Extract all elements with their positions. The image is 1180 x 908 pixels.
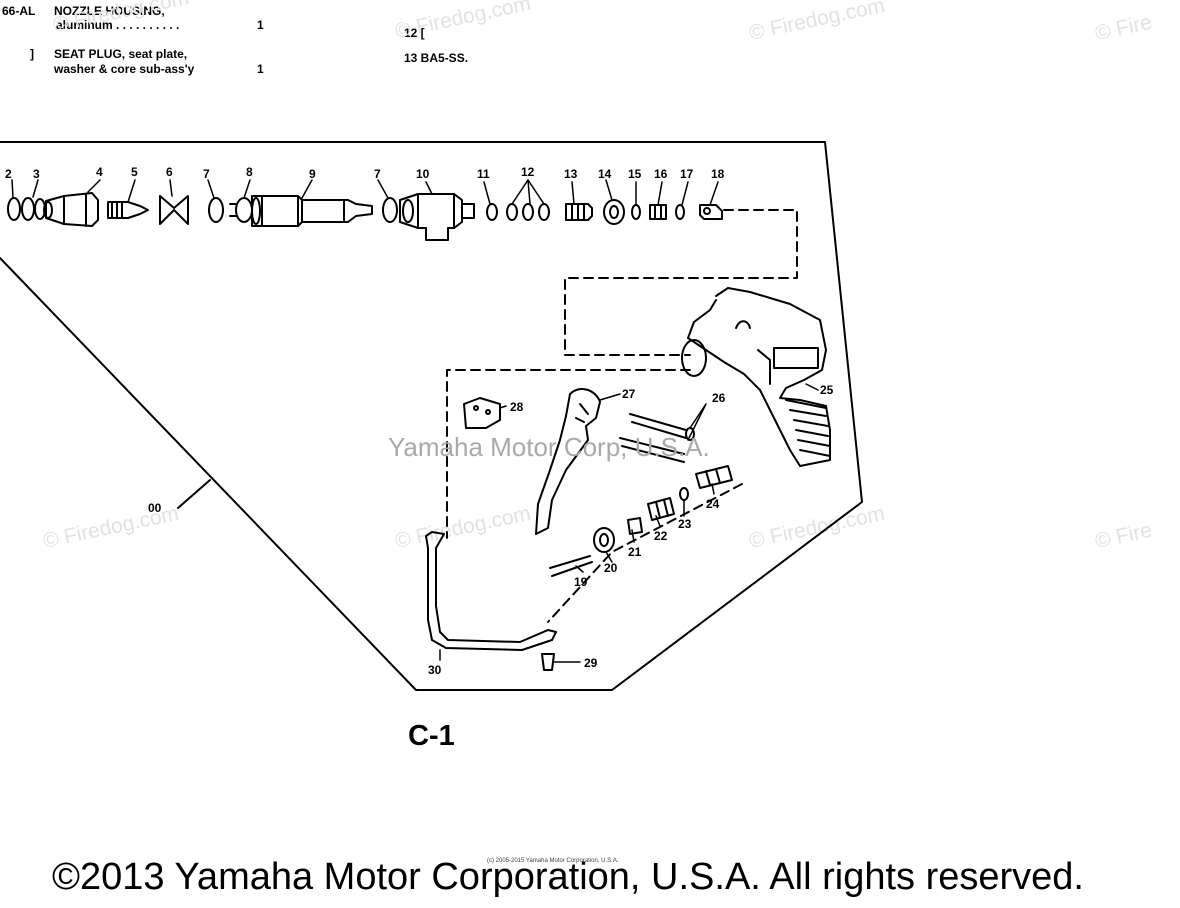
leaders-top	[11, 179, 719, 206]
callout-9: 9	[309, 167, 316, 181]
callout-23: 23	[678, 517, 692, 531]
header-row2-qty: 1	[257, 62, 264, 76]
part-27-trigger	[535, 387, 601, 535]
callout-18: 18	[711, 167, 725, 181]
callout-14: 14	[598, 167, 612, 181]
header-row2-desc: SEAT PLUG, seat plate,	[54, 47, 188, 61]
part-20	[593, 527, 615, 553]
header-row1-qty: 1	[257, 18, 264, 32]
part-7b	[382, 197, 398, 223]
watermark-yamaha: Yamaha Motor Corp, U.S.A.	[388, 432, 710, 462]
callout-5: 5	[131, 165, 138, 179]
header-row1-code: 66-AL	[2, 4, 36, 18]
callout-30: 30	[428, 663, 442, 677]
callout-12: 12	[521, 165, 535, 179]
part-9	[251, 195, 373, 227]
part-30-lever	[425, 531, 557, 651]
header-row1-desc2: aluminum . . . . . . . . . .	[56, 18, 180, 32]
callout-10: 10	[416, 167, 430, 181]
part-19-pin	[549, 555, 593, 577]
part-10	[399, 193, 475, 241]
callout-17: 17	[680, 167, 694, 181]
callout-4: 4	[96, 165, 103, 179]
small-credit: (c) 2005-2015 Yamaha Motor Corporation, …	[487, 858, 619, 864]
callout-25: 25	[820, 383, 834, 397]
callout-7b: 7	[374, 167, 381, 181]
part-5	[107, 201, 149, 219]
header-row2-desc2: washer & core sub-ass'y	[54, 62, 195, 76]
header-row1-desc: NOZZLE HOUSING,	[54, 4, 165, 18]
header-row2-bracket: ]	[30, 47, 34, 61]
part-8	[229, 197, 253, 223]
part-23	[679, 487, 689, 501]
callout-28: 28	[510, 400, 524, 414]
part-7a	[208, 197, 224, 223]
callout-22: 22	[654, 529, 668, 543]
part-16	[649, 204, 667, 220]
callout-21: 21	[628, 545, 642, 559]
callout-27: 27	[622, 387, 636, 401]
part-13	[565, 203, 593, 221]
part-26-pins	[619, 413, 695, 463]
callout-3: 3	[33, 167, 40, 181]
part-15	[631, 204, 641, 220]
header-right-item-12: 12 [	[404, 26, 425, 40]
part-3	[21, 197, 46, 221]
callout-13: 13	[564, 167, 578, 181]
part-18	[699, 204, 723, 220]
part-28-bracket	[463, 397, 501, 429]
part-12	[506, 203, 550, 221]
leaders-lower	[439, 383, 819, 661]
callout-6: 6	[166, 165, 173, 179]
part-29-screw	[541, 653, 581, 671]
outline-boundary	[0, 141, 863, 691]
callout-29: 29	[584, 656, 598, 670]
callout-24: 24	[706, 497, 720, 511]
callout-16: 16	[654, 167, 668, 181]
part-6	[159, 195, 189, 225]
callout-8: 8	[246, 165, 253, 179]
callout-20: 20	[604, 561, 618, 575]
callout-00: 00	[148, 501, 162, 515]
leader-00	[177, 479, 211, 509]
part-21	[627, 517, 643, 535]
callout-15: 15	[628, 167, 642, 181]
callout-2: 2	[5, 167, 12, 181]
callout-26: 26	[712, 391, 726, 405]
callout-7a: 7	[203, 167, 210, 181]
part-24	[695, 465, 733, 489]
part-22	[647, 497, 675, 521]
part-14	[603, 199, 625, 225]
dashed-connections	[446, 209, 798, 623]
callouts: 2 3 4 5 6 7 8 9 7 10 11 12 13 14 15 16 1…	[5, 165, 834, 677]
copyright-notice: ©2013 Yamaha Motor Corporation, U.S.A. A…	[52, 856, 1084, 898]
part-25-handle	[681, 287, 831, 467]
header-right-item-13: 13 BA5-SS.	[404, 51, 469, 65]
part-17	[675, 204, 685, 220]
part-11	[486, 203, 498, 221]
part-2	[7, 197, 21, 221]
part-4	[43, 192, 99, 227]
diagram-title: C-1	[408, 720, 455, 752]
callout-19: 19	[574, 575, 588, 589]
callout-11: 11	[477, 167, 490, 181]
